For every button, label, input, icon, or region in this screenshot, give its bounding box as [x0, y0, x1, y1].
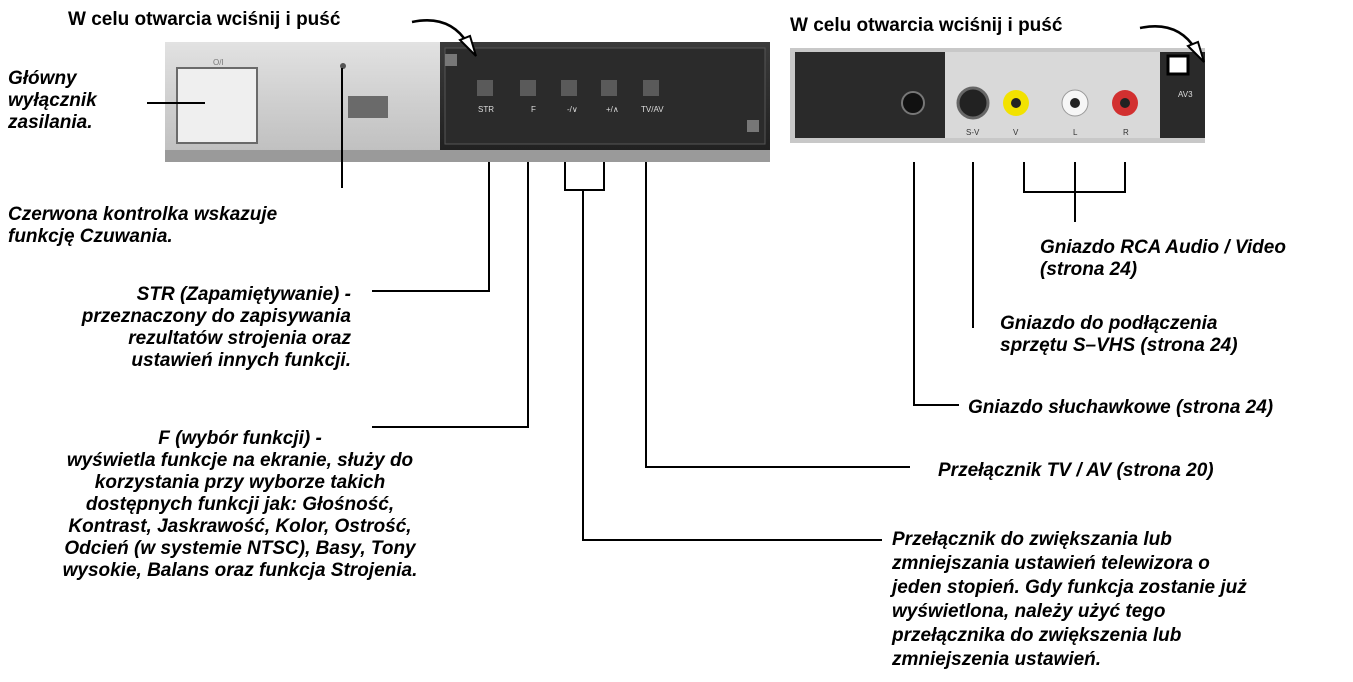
jack-label-sv: S-V — [966, 128, 980, 137]
jack-label-r: R — [1123, 128, 1129, 137]
leader-headphone-v — [913, 162, 915, 406]
f-button — [520, 80, 536, 96]
bracket-updown-bottom — [564, 189, 605, 191]
leader-led — [341, 68, 343, 188]
up-button — [601, 80, 617, 96]
leader-headphone-h — [913, 404, 959, 406]
headphone-jack — [901, 91, 925, 115]
leader-tvav-v — [645, 162, 647, 468]
leader-str-v — [488, 162, 490, 292]
leader-f-v — [527, 162, 529, 428]
label-svhs: Gniazdo do podłączenia sprzętu S–VHS (st… — [1000, 313, 1238, 356]
jack-label-v: V — [1013, 128, 1019, 137]
btn-label-down: -/∨ — [567, 105, 578, 114]
leader-power — [147, 102, 205, 104]
leader-updown-v — [582, 189, 584, 541]
jack-label-l: L — [1073, 128, 1078, 137]
label-headphone: Gniazdo słuchawkowe (strona 24) — [968, 397, 1274, 418]
open-arrow-left-icon — [411, 19, 477, 57]
open-instruction-right: W celu otwarcia wciśnij i puść — [790, 15, 1063, 36]
label-f-function: F (wybór funkcji) - wyświetla funkcje na… — [62, 428, 418, 581]
leader-svhs — [972, 162, 974, 328]
down-button — [561, 80, 577, 96]
label-rca: Gniazdo RCA Audio / Video (strona 24) — [1040, 237, 1286, 280]
power-mark: O/I — [213, 58, 224, 67]
standby-led — [340, 63, 346, 69]
label-power-switch: Główny wyłącznik zasilania. — [8, 68, 97, 133]
open-instruction-left: W celu otwarcia wciśnij i puść — [68, 9, 341, 30]
bracket-rca-right — [1124, 162, 1126, 192]
front-panel-right — [790, 48, 1205, 143]
label-updown: Przełącznik do zwiększania lub zmniejsza… — [892, 529, 1247, 670]
btn-label-str: STR — [478, 105, 494, 114]
str-button — [477, 80, 493, 96]
label-standby-led: Czerwona kontrolka wskazuje funkcję Czuw… — [8, 204, 278, 247]
bracket-updown-right — [603, 162, 605, 190]
bracket-updown-left — [564, 162, 566, 190]
front-panel-left — [165, 42, 770, 162]
leader-tvav-h — [645, 466, 910, 468]
leader-f-h — [372, 426, 529, 428]
btn-label-up: +/∧ — [606, 105, 619, 114]
btn-label-f: F — [531, 105, 536, 114]
bracket-rca-left — [1023, 162, 1025, 192]
label-tvav: Przełącznik TV / AV (strona 20) — [938, 460, 1214, 481]
power-button — [176, 67, 258, 144]
leader-str-h — [372, 290, 490, 292]
av3-label: AV3 — [1178, 90, 1193, 99]
open-arrow-right-icon — [1139, 25, 1205, 63]
tvav-button — [643, 80, 659, 96]
leader-updown-h — [582, 539, 882, 541]
label-str: STR (Zapamiętywanie) - przeznaczony do z… — [81, 284, 351, 371]
svhs-jack — [956, 86, 990, 120]
bracket-rca-bottom — [1023, 191, 1126, 193]
btn-label-tvav: TV/AV — [641, 105, 664, 114]
